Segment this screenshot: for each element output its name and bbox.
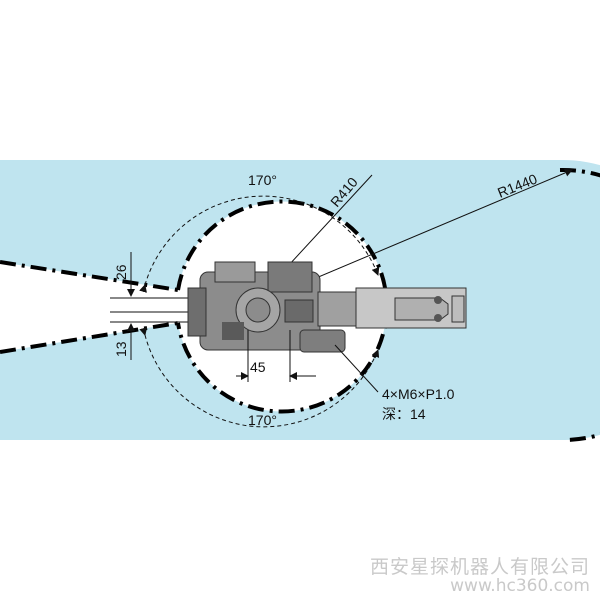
width-45-dimension [236, 330, 316, 382]
angle-label-top: 170° [248, 172, 277, 188]
offset-dimension-lines [110, 252, 200, 360]
width-45-label: 45 [250, 359, 266, 375]
scara-robot [187, 261, 467, 353]
thread-spec: 4×M6×P1.0 [382, 386, 455, 402]
offset-label-13: 13 [113, 341, 129, 357]
angle-label-bottom: 170° [248, 412, 277, 428]
thread-depth: 深：14 [382, 406, 426, 422]
angle-arc-bottom [139, 327, 380, 428]
angle-arc-top [139, 195, 380, 293]
watermark-company: 西安星探机器人有限公司 [369, 556, 590, 578]
watermark-site: www.hc360.com [450, 576, 590, 596]
thread-leader [334, 344, 379, 393]
offset-label-26: 26 [113, 264, 129, 280]
